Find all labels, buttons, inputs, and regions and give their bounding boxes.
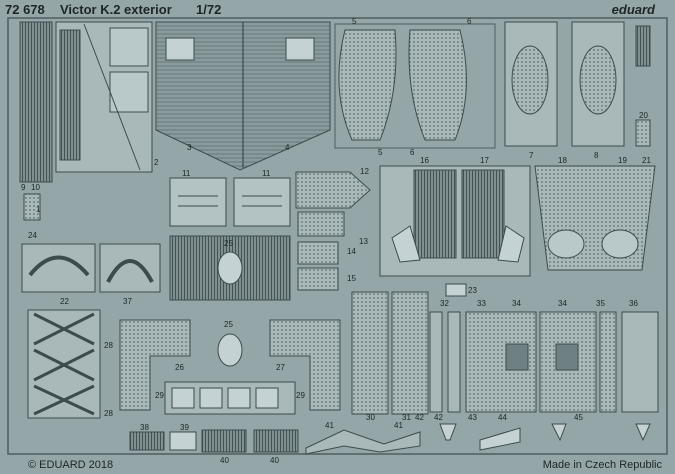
label-29b: 29: [296, 391, 305, 400]
label-44: 44: [498, 413, 507, 422]
brand-logo: eduard: [611, 2, 655, 17]
label-5: 5: [352, 17, 357, 26]
label-45: 45: [574, 413, 583, 422]
label-7: 7: [529, 151, 534, 160]
part-11b: [233, 177, 291, 227]
label-33: 33: [477, 299, 486, 308]
part-9: [23, 193, 41, 221]
part-37: [99, 243, 161, 293]
part-11a: [169, 177, 227, 227]
label-42: 42: [415, 413, 424, 422]
label-34: 34: [512, 299, 521, 308]
part-6: [408, 29, 467, 141]
label-14: 14: [347, 247, 356, 256]
scale: 1/72: [196, 2, 222, 17]
label-19: 19: [618, 156, 627, 165]
part-38: [129, 431, 165, 451]
part-40b: [253, 429, 299, 453]
label-2: 2: [154, 158, 159, 167]
part-41: [305, 429, 421, 455]
label-5b: 5: [378, 148, 383, 157]
part-18-19: [534, 165, 656, 271]
part-17: [461, 169, 505, 259]
part-number: 72 678: [5, 2, 45, 17]
label-27: 27: [276, 363, 285, 372]
label-9: 9: [21, 183, 26, 192]
label-16: 16: [420, 156, 429, 165]
part-5: [338, 29, 397, 141]
label-1: 1: [36, 205, 41, 214]
label-32: 32: [440, 299, 449, 308]
label-21: 21: [642, 156, 651, 165]
sheet-title: Victor K.2 exterior: [60, 2, 172, 17]
part-20: [635, 25, 651, 67]
label-10: 10: [31, 183, 40, 192]
label-11b: 11: [262, 169, 271, 178]
label-41: 41: [325, 421, 334, 430]
label-30: 30: [366, 413, 375, 422]
label-11: 11: [182, 169, 191, 178]
label-29: 29: [155, 391, 164, 400]
label-34b: 34: [558, 299, 567, 308]
part-1: [19, 21, 53, 183]
part-31: [391, 291, 429, 415]
part-25: [217, 251, 243, 285]
label-20: 20: [639, 111, 648, 120]
part-30: [351, 291, 389, 415]
part-27: [269, 319, 341, 411]
origin: Made in Czech Republic: [542, 459, 662, 471]
label-15: 15: [347, 274, 356, 283]
label-24: 24: [28, 231, 37, 240]
label-26: 26: [175, 363, 184, 372]
label-4: 4: [285, 143, 290, 152]
label-25: 25: [224, 239, 233, 248]
part-12: [295, 171, 371, 209]
copyright: © EDUARD 2018: [28, 459, 114, 471]
label-37: 37: [123, 297, 132, 306]
label-13: 13: [359, 237, 368, 246]
part-21: [635, 119, 651, 147]
part-23: [445, 283, 467, 297]
label-36: 36: [629, 299, 638, 308]
fret-frame: [7, 17, 668, 455]
label-18: 18: [558, 156, 567, 165]
part-43: [479, 427, 521, 451]
label-25b: 25: [224, 320, 233, 329]
label-38: 38: [140, 423, 149, 432]
part-45: [635, 423, 651, 442]
label-28b: 28: [104, 409, 113, 418]
part-14: [297, 241, 339, 265]
label-23: 23: [468, 286, 477, 295]
part-35: [599, 311, 617, 413]
part-13: [297, 211, 345, 237]
part-42: [439, 423, 457, 441]
label-3: 3: [187, 143, 192, 152]
label-40: 40: [220, 456, 229, 465]
label-17: 17: [480, 156, 489, 165]
label-6b: 6: [410, 148, 415, 157]
label-28: 28: [104, 341, 113, 350]
part-44: [551, 423, 567, 442]
label-40b: 40: [270, 456, 279, 465]
label-6: 6: [467, 17, 472, 26]
label-8: 8: [594, 151, 599, 160]
label-12: 12: [360, 167, 369, 176]
label-31: 31: [402, 413, 411, 422]
label-39: 39: [180, 423, 189, 432]
label-43: 43: [468, 413, 477, 422]
part-22: [21, 243, 96, 293]
label-22: 22: [60, 297, 69, 306]
part-26: [119, 319, 191, 411]
part-15: [297, 267, 339, 291]
part-32: [429, 311, 443, 413]
part-39: [169, 431, 197, 451]
part-40a: [201, 429, 247, 453]
part-16: [413, 169, 457, 259]
label-35: 35: [596, 299, 605, 308]
part-36: [621, 311, 659, 413]
label-41b: 41: [394, 421, 403, 430]
label-42b: 42: [434, 413, 443, 422]
